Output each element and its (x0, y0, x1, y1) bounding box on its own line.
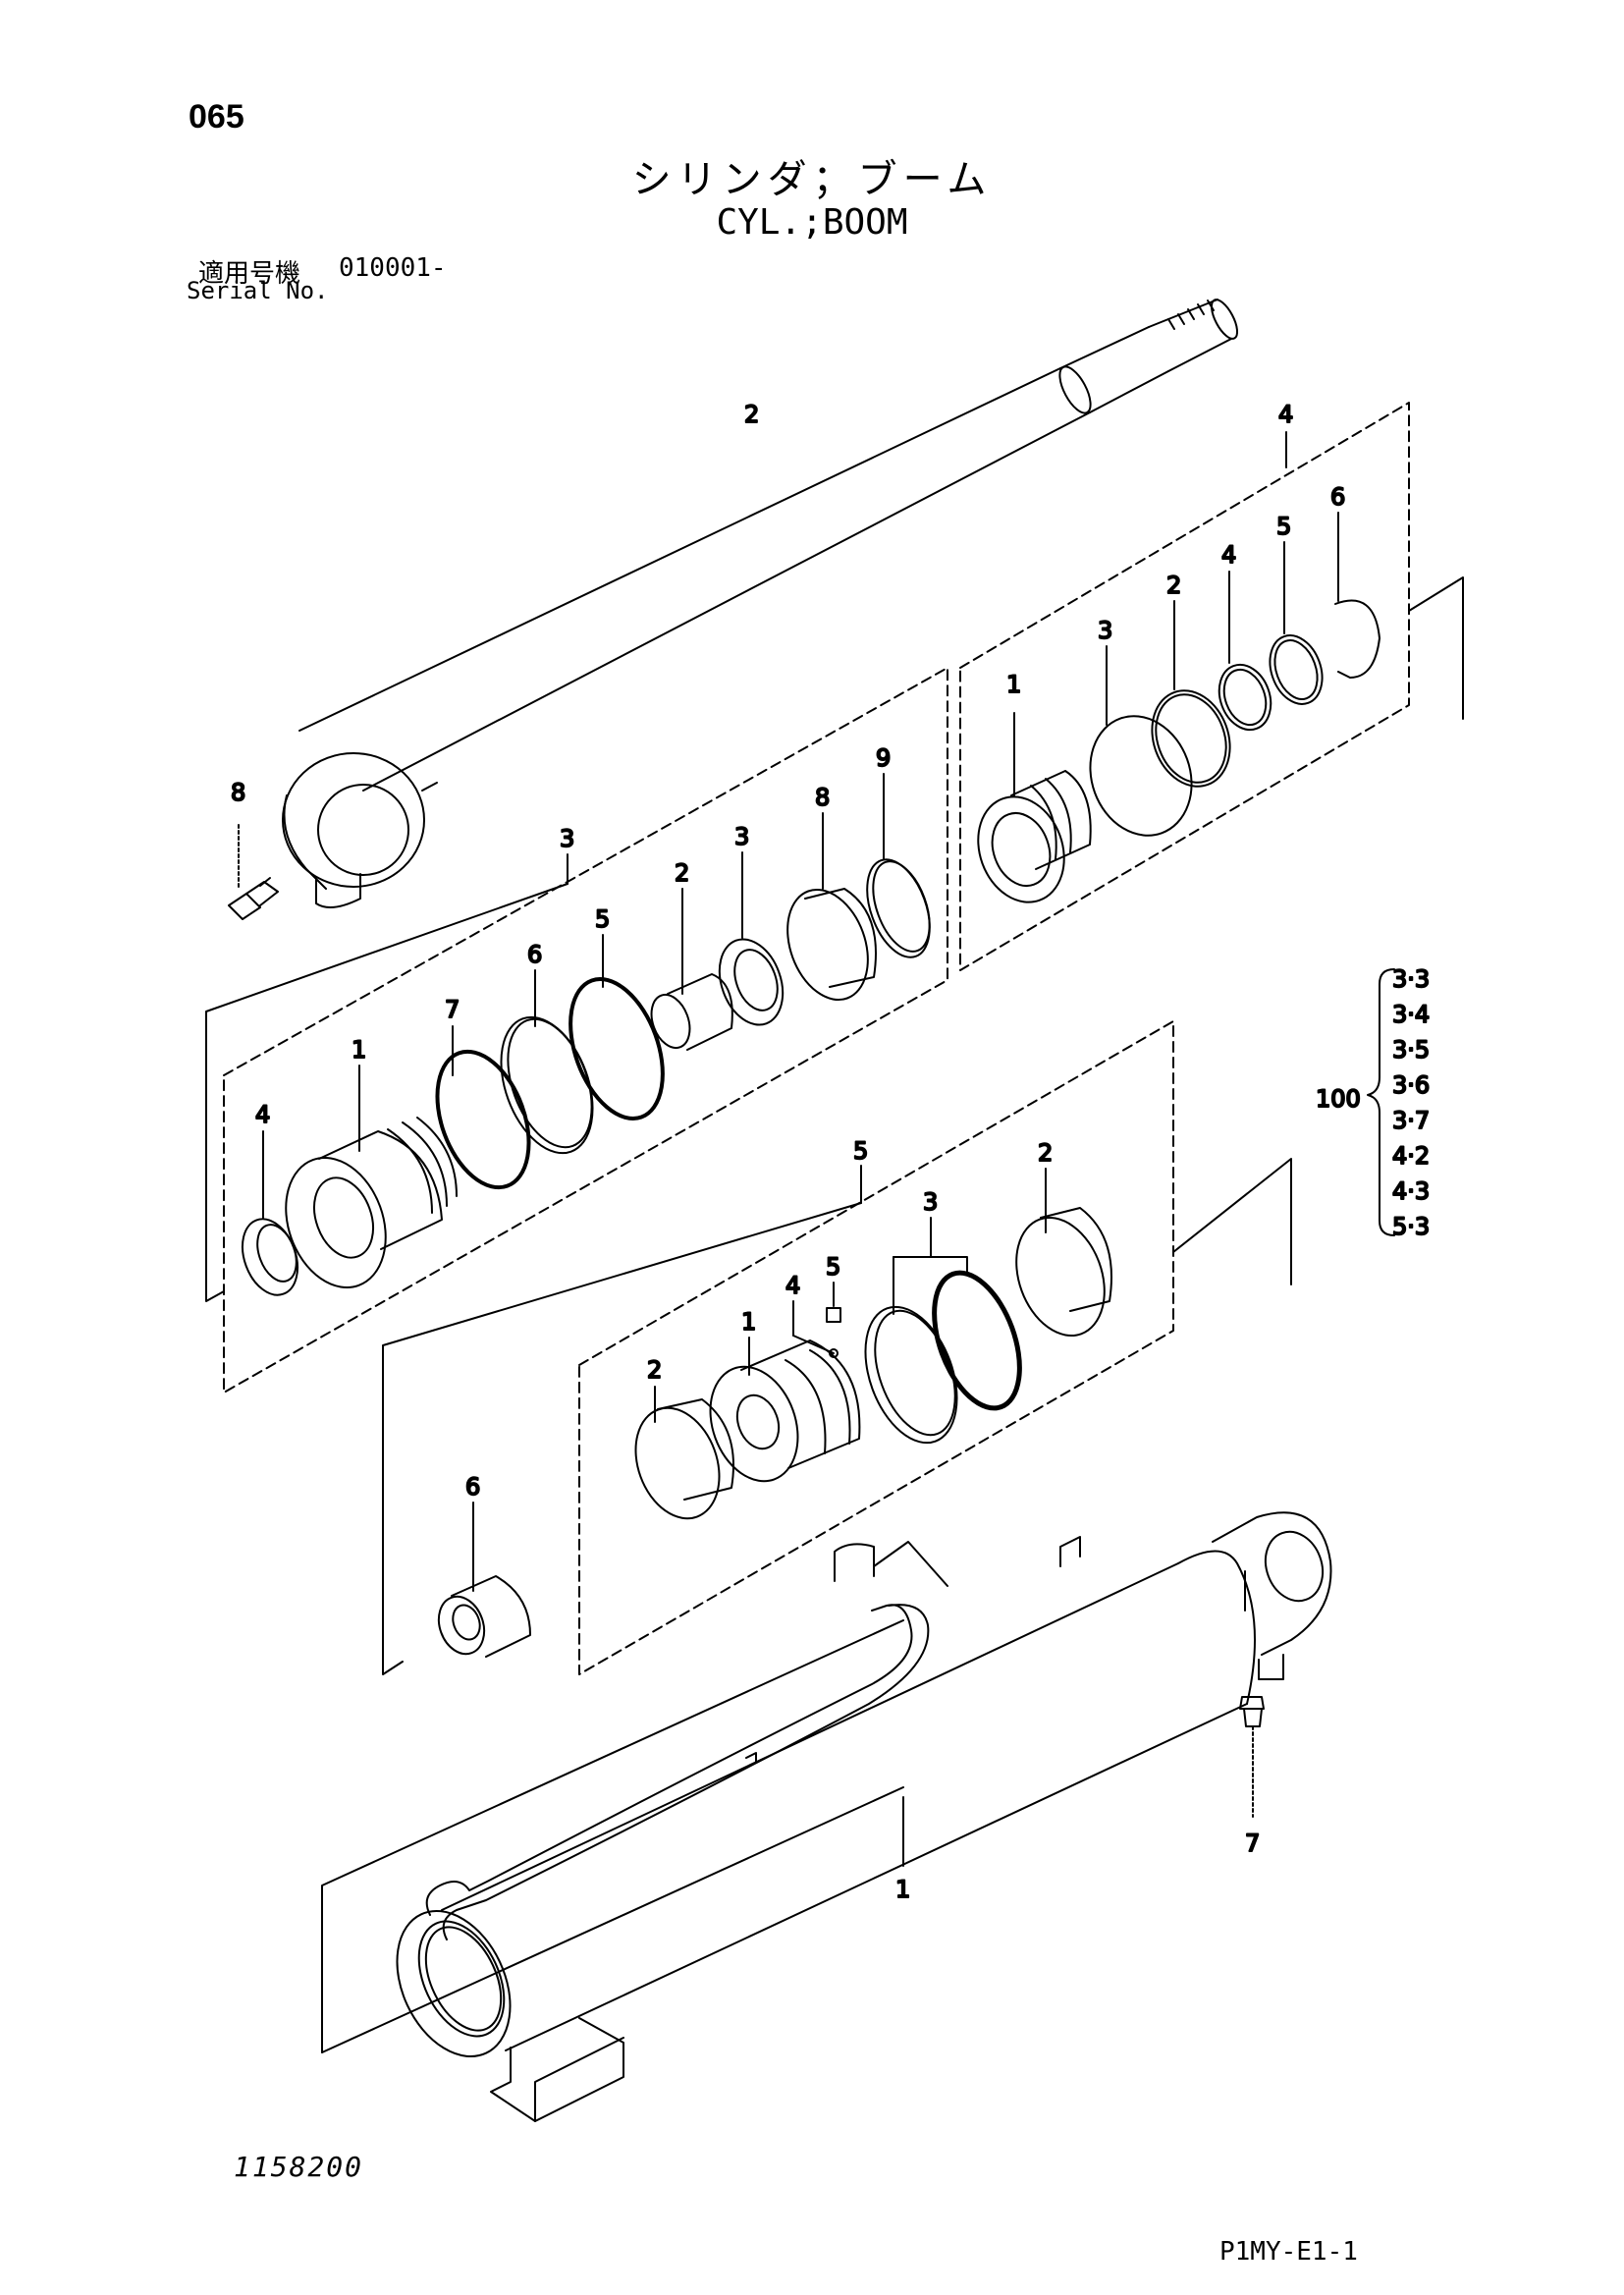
callout-rod-kit-gland: 1 (1006, 671, 1021, 698)
drawing-number: 1158200 (234, 2151, 364, 2183)
callout-head-kit-item-3: 3 (734, 823, 749, 850)
callout-head-kit-item-9: 9 (876, 744, 891, 772)
callout-head-kit-item-5: 5 (595, 905, 610, 933)
serial-value: 010001- (339, 253, 447, 283)
kit-100-label: 100 (1316, 1085, 1361, 1113)
callout-piston-kit-item-3: 3 (923, 1188, 938, 1216)
kit-100-item: 3·5 (1392, 1036, 1430, 1064)
title-japanese: シリンダ；ブーム (631, 157, 993, 202)
rod-seal-kit-leader (1285, 431, 1464, 720)
callout-piston-kit-item-2b: 2 (1038, 1139, 1053, 1167)
callout-rod: 2 (744, 401, 759, 428)
kit-100-brace (1367, 968, 1395, 1236)
tube-frame (321, 1570, 1246, 2053)
callout-piston-kit-item-2: 2 (647, 1356, 662, 1384)
grease-fitting-top-drawing (228, 824, 279, 920)
rod-seal-kit-box (959, 402, 1410, 971)
head-kit-box (223, 667, 948, 1393)
grease-fitting-bottom-drawing (1239, 1696, 1265, 1818)
kit-100-item: 4·2 (1392, 1142, 1430, 1170)
page-number: 065 (189, 98, 244, 136)
callout-bushing: 6 (465, 1473, 480, 1501)
head-kit-parts (241, 773, 931, 1296)
callout-head-kit-item-4: 4 (255, 1101, 270, 1128)
piston-kit-leader (382, 1158, 1292, 1675)
serial-label-japanese: 適用号機 (198, 259, 301, 289)
bushing-drawing (437, 1502, 531, 1658)
callout-head-kit-item-7: 7 (445, 996, 460, 1023)
callout-piston-kit-item-5: 5 (826, 1253, 840, 1281)
piston-kit-parts (634, 1168, 1112, 1520)
callout-head-kit-item-6: 6 (527, 941, 542, 968)
callout-rod-kit-item-4: 4 (1221, 541, 1236, 569)
head-kit-leader (205, 853, 568, 1302)
callout-rod-kit-item-6: 6 (1330, 483, 1345, 511)
kit-100-item: 3·7 (1392, 1107, 1430, 1134)
piston-rod-drawing (282, 299, 1239, 908)
callout-grease-fitting-bottom: 7 (1245, 1830, 1260, 1857)
callout-head-kit: 3 (560, 825, 574, 852)
kit-100-item: 3·4 (1392, 1001, 1430, 1028)
callout-head-kit-item-8: 8 (815, 784, 830, 811)
kit-100-item: 3·6 (1392, 1071, 1430, 1099)
piston-kit-box (578, 1020, 1174, 1675)
cylinder-tube-drawing (396, 1511, 1332, 2122)
kit-100-item: 5·3 (1392, 1213, 1430, 1240)
callout-rod-kit-item-5: 5 (1276, 513, 1291, 540)
callout-piston-kit-item-1: 1 (741, 1308, 756, 1336)
callout-grease-fitting-top: 8 (231, 779, 245, 806)
callout-rod-seal-kit: 4 (1278, 401, 1293, 428)
callout-piston-kit-item-4: 4 (785, 1272, 800, 1299)
kit-100-item: 3·3 (1392, 965, 1430, 993)
callout-rod-kit-item-3: 3 (1098, 617, 1112, 644)
page-code: P1MY-E1-1 (1219, 2237, 1358, 2267)
callout-head-kit-item-1: 1 (352, 1036, 366, 1064)
serial-label-english: Serial No. (187, 277, 329, 304)
title-english: CYL.;BOOM (716, 202, 908, 243)
callout-piston-kit: 5 (853, 1137, 868, 1165)
callout-head-kit-item-2: 2 (675, 859, 689, 887)
kit-100-item: 4·3 (1392, 1177, 1430, 1205)
rod-seal-kit-parts (977, 512, 1380, 903)
callout-cylinder-tube: 1 (895, 1876, 910, 1903)
callout-rod-kit-item-2: 2 (1166, 572, 1181, 599)
